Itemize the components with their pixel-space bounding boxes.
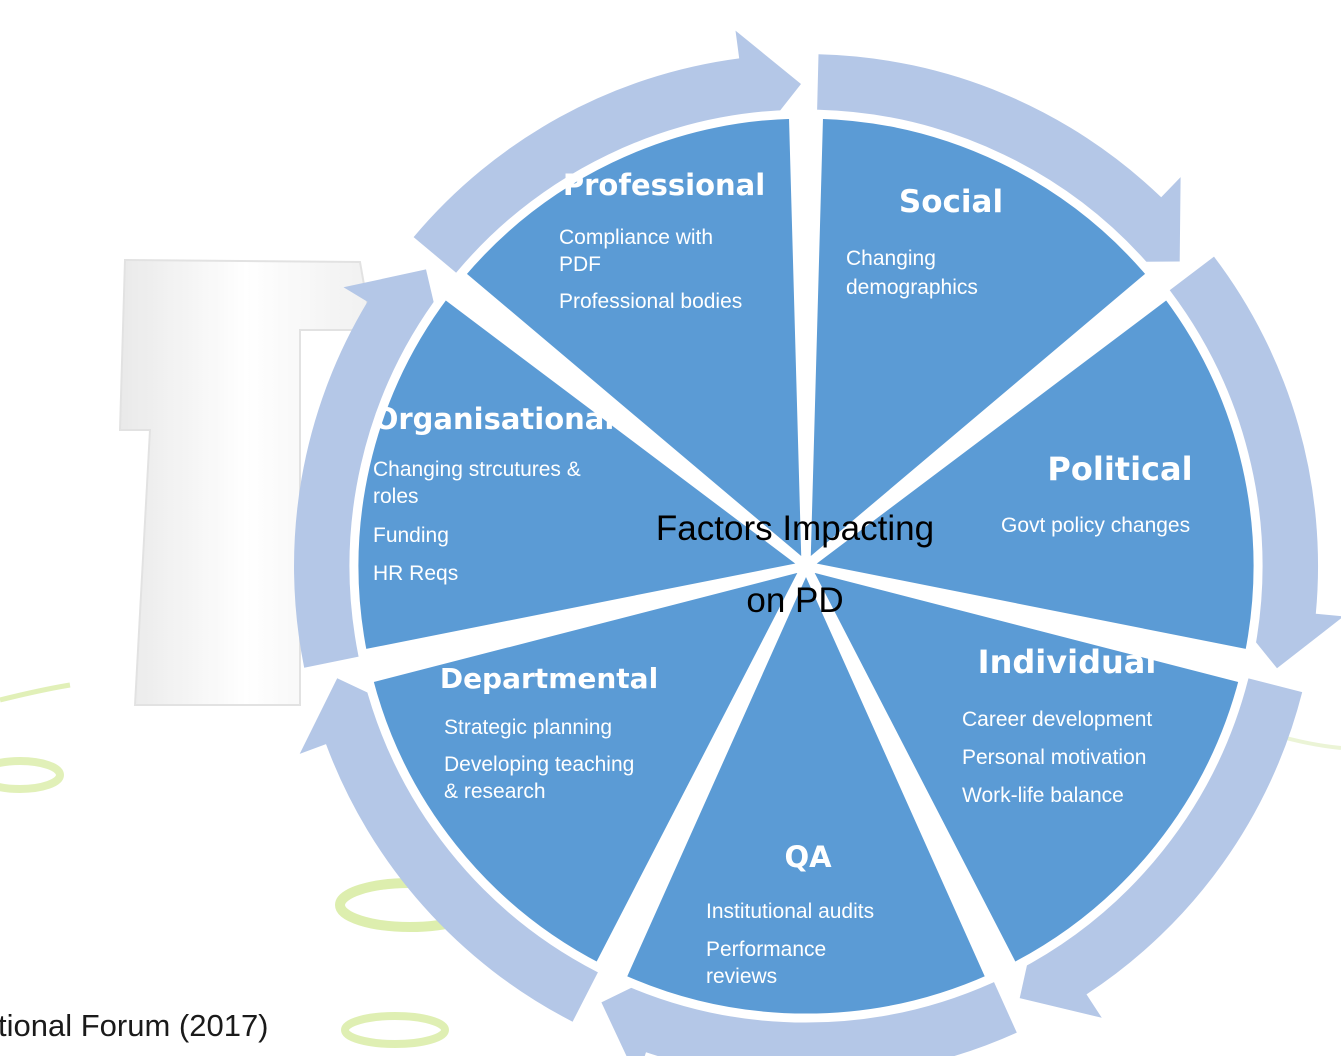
arrow-departmental	[294, 269, 445, 668]
center-label: Factors Impacting on PD	[656, 509, 934, 620]
segment-item: Govt policy changes	[1001, 514, 1190, 537]
segment-item: Professional bodies	[559, 290, 742, 313]
segment-title: Individual	[978, 643, 1157, 681]
segment-title: Professional	[563, 168, 765, 202]
segment-title: QA	[784, 840, 832, 874]
segment-organisational: Organisational Changing strcutures & rol…	[373, 402, 614, 585]
wedge-social	[795, 287, 1263, 660]
segment-title: Social	[899, 184, 1003, 220]
center-label-line-1: Factors Impacting	[656, 509, 934, 548]
segment-title: Political	[1047, 450, 1192, 488]
green-swoosh-decoration	[0, 682, 71, 703]
segment-item: Changing	[846, 247, 936, 270]
segment-item: Performance	[706, 938, 826, 961]
citation-text: tional Forum (2017)	[0, 1008, 269, 1043]
segment-item: Work-life balance	[962, 784, 1124, 807]
segment-departmental: Departmental Strategic planning Developi…	[440, 662, 658, 803]
wedge-political	[797, 559, 1250, 974]
wedge-professional	[801, 109, 1158, 576]
arrow-organisational	[413, 30, 801, 276]
center-label-line-2: on PD	[746, 581, 843, 620]
segment-social: Social Changing demographics	[846, 184, 1003, 299]
segment-item: demographics	[846, 276, 978, 299]
segment-item: roles	[373, 485, 419, 508]
segment-item: reviews	[706, 965, 777, 988]
green-ring-decoration	[341, 1012, 449, 1048]
segment-individual: Individual Career development Personal m…	[962, 643, 1156, 807]
segment-item: HR Reqs	[373, 562, 458, 585]
green-ring-decoration	[0, 757, 64, 793]
segment-item: Institutional audits	[706, 900, 874, 923]
segment-item: PDF	[559, 253, 601, 276]
segment-item: Developing teaching	[444, 753, 634, 776]
wedge-organisational	[454, 109, 811, 576]
segment-title: Departmental	[440, 662, 658, 695]
wedge-individual	[615, 554, 997, 1023]
arrow-individual	[601, 966, 1017, 1056]
segment-item: Changing strcutures &	[373, 458, 581, 481]
segment-ring	[349, 109, 1263, 1023]
wedge-qa	[362, 559, 815, 974]
segment-item: & research	[444, 780, 546, 803]
segment-title: Organisational	[374, 402, 615, 436]
segment-item: Funding	[373, 524, 449, 547]
segment-qa: QA Institutional audits Performance revi…	[706, 840, 874, 988]
segment-item: Strategic planning	[444, 716, 612, 739]
segment-item: Compliance with	[559, 226, 713, 249]
segment-item: Personal motivation	[962, 746, 1146, 769]
wedge-departmental	[349, 287, 817, 660]
segment-professional: Professional Compliance with PDF Profess…	[559, 168, 765, 313]
segment-item: Career development	[962, 708, 1152, 731]
segment-political: Political Govt policy changes	[1001, 450, 1193, 537]
